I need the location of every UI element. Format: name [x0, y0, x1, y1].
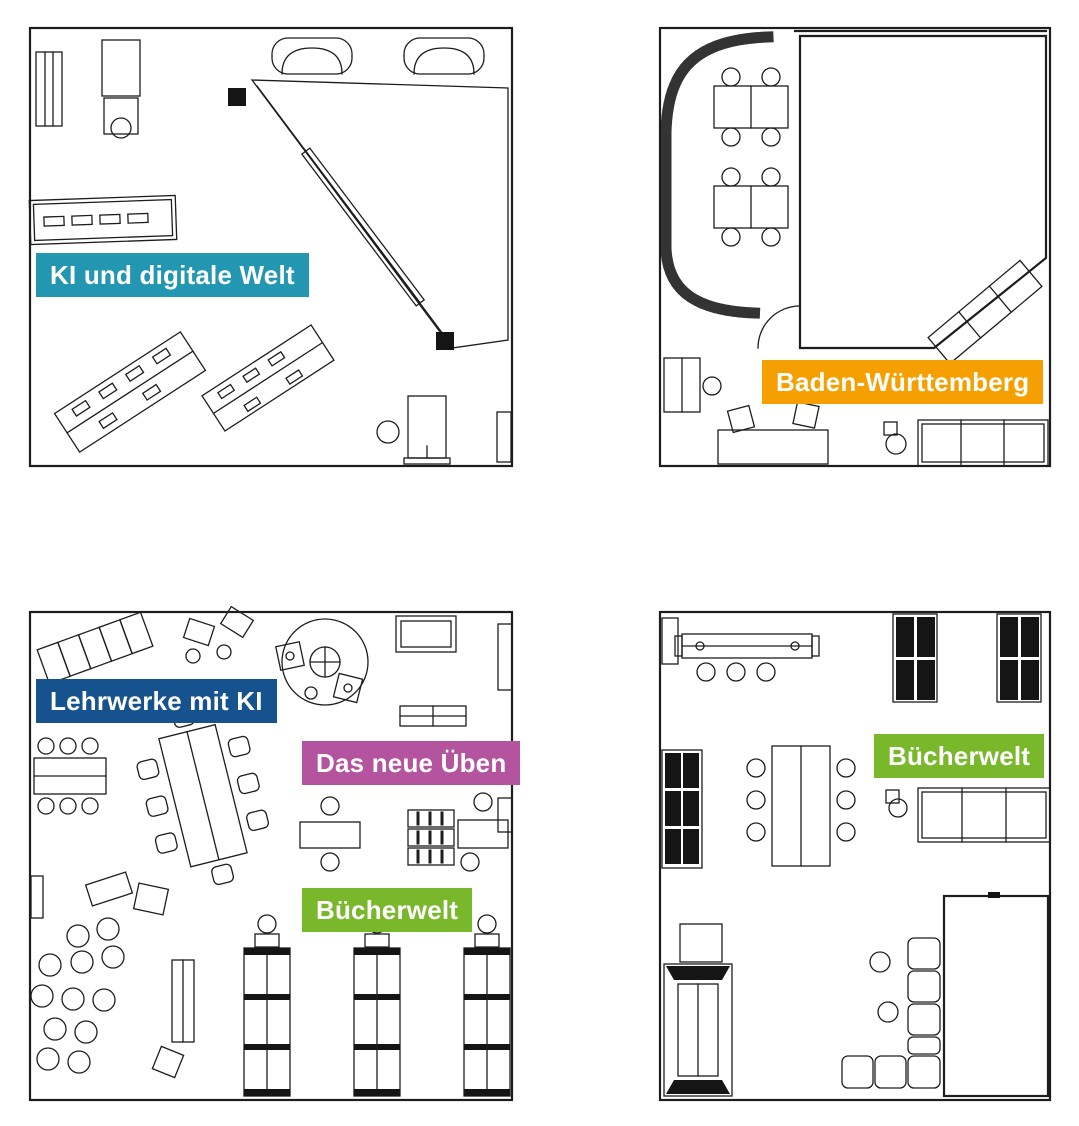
- shelf-unit: [53, 330, 207, 454]
- room-outline: [658, 26, 1052, 468]
- counter: [28, 194, 178, 246]
- partition-wall: [250, 79, 509, 349]
- stacked-trays: [407, 809, 455, 866]
- book-gondola: [353, 914, 401, 1097]
- wall-cabinet: [497, 797, 513, 833]
- conference-table: [136, 706, 269, 886]
- shelf: [35, 51, 63, 127]
- shelf-unit: [885, 787, 1051, 843]
- side-tables: [84, 871, 170, 916]
- wall-cabinet: [661, 617, 679, 665]
- shelf-unit: [201, 324, 335, 432]
- area-label-das-neue-ueben: Das neue Üben: [302, 741, 521, 785]
- curved-banner-wall: [660, 31, 774, 319]
- desk-with-chair: [101, 39, 141, 139]
- stand-walls: [798, 34, 1048, 350]
- sofa: [403, 37, 485, 75]
- bench: [399, 705, 467, 727]
- desk-with-chair: [376, 395, 451, 465]
- table-with-chairs: [713, 167, 789, 247]
- column: [436, 332, 454, 350]
- desk-with-chairs: [299, 796, 361, 872]
- book-gondola: [243, 914, 291, 1097]
- table-with-stools: [717, 401, 829, 465]
- room-lehrwerke-mit-ki: [28, 605, 514, 1102]
- area-label-ki-und-digitale-welt: KI und digitale Welt: [36, 253, 309, 297]
- door-swing: [757, 305, 801, 349]
- shelf-tower: [892, 613, 938, 703]
- room-outline: [28, 610, 514, 1102]
- wall-cabinet: [496, 411, 512, 463]
- sofa: [271, 37, 353, 75]
- table-with-chairs: [33, 737, 107, 815]
- shelf-unit: [883, 419, 1049, 467]
- area-label-buecherwelt-left: Bücherwelt: [302, 888, 473, 932]
- round-table: [274, 618, 369, 706]
- display-board: [395, 615, 457, 653]
- book-gondola: [663, 963, 733, 1097]
- desk-with-chair: [457, 792, 509, 872]
- column: [228, 88, 246, 106]
- shelf-tower: [661, 749, 703, 869]
- table-with-chairs: [746, 745, 856, 867]
- room-outline: [658, 610, 1052, 1102]
- room-baden-wuerttemberg: [658, 26, 1052, 468]
- wall-cabinet: [497, 623, 513, 691]
- presentation-wall: [942, 892, 1050, 1098]
- display-wall: [300, 147, 426, 307]
- shelf-tower: [996, 613, 1042, 703]
- table: [679, 923, 723, 963]
- area-label-baden-wuerttemberg: Baden-Württemberg: [762, 360, 1044, 404]
- room-buecherwelt: [658, 610, 1052, 1102]
- chairs: [182, 605, 255, 664]
- table-with-chairs: [713, 67, 789, 147]
- shelf-unit: [927, 259, 1043, 365]
- table-with-chairs: [674, 633, 820, 682]
- desk-with-chair: [663, 357, 722, 413]
- l-sofa: [841, 937, 941, 1089]
- stool: [151, 1045, 185, 1079]
- wall-cabinet: [30, 875, 44, 919]
- room-ki-und-digitale-welt: [28, 26, 514, 468]
- area-label-lehrwerke-mit-ki: Lehrwerke mit KI: [36, 679, 277, 723]
- stool-circles: [30, 917, 125, 1074]
- book-gondola: [463, 914, 511, 1097]
- area-label-buecherwelt-right: Bücherwelt: [874, 734, 1045, 778]
- panel: [171, 959, 195, 1043]
- room-outline: [28, 26, 514, 468]
- shelf-row: [36, 611, 154, 685]
